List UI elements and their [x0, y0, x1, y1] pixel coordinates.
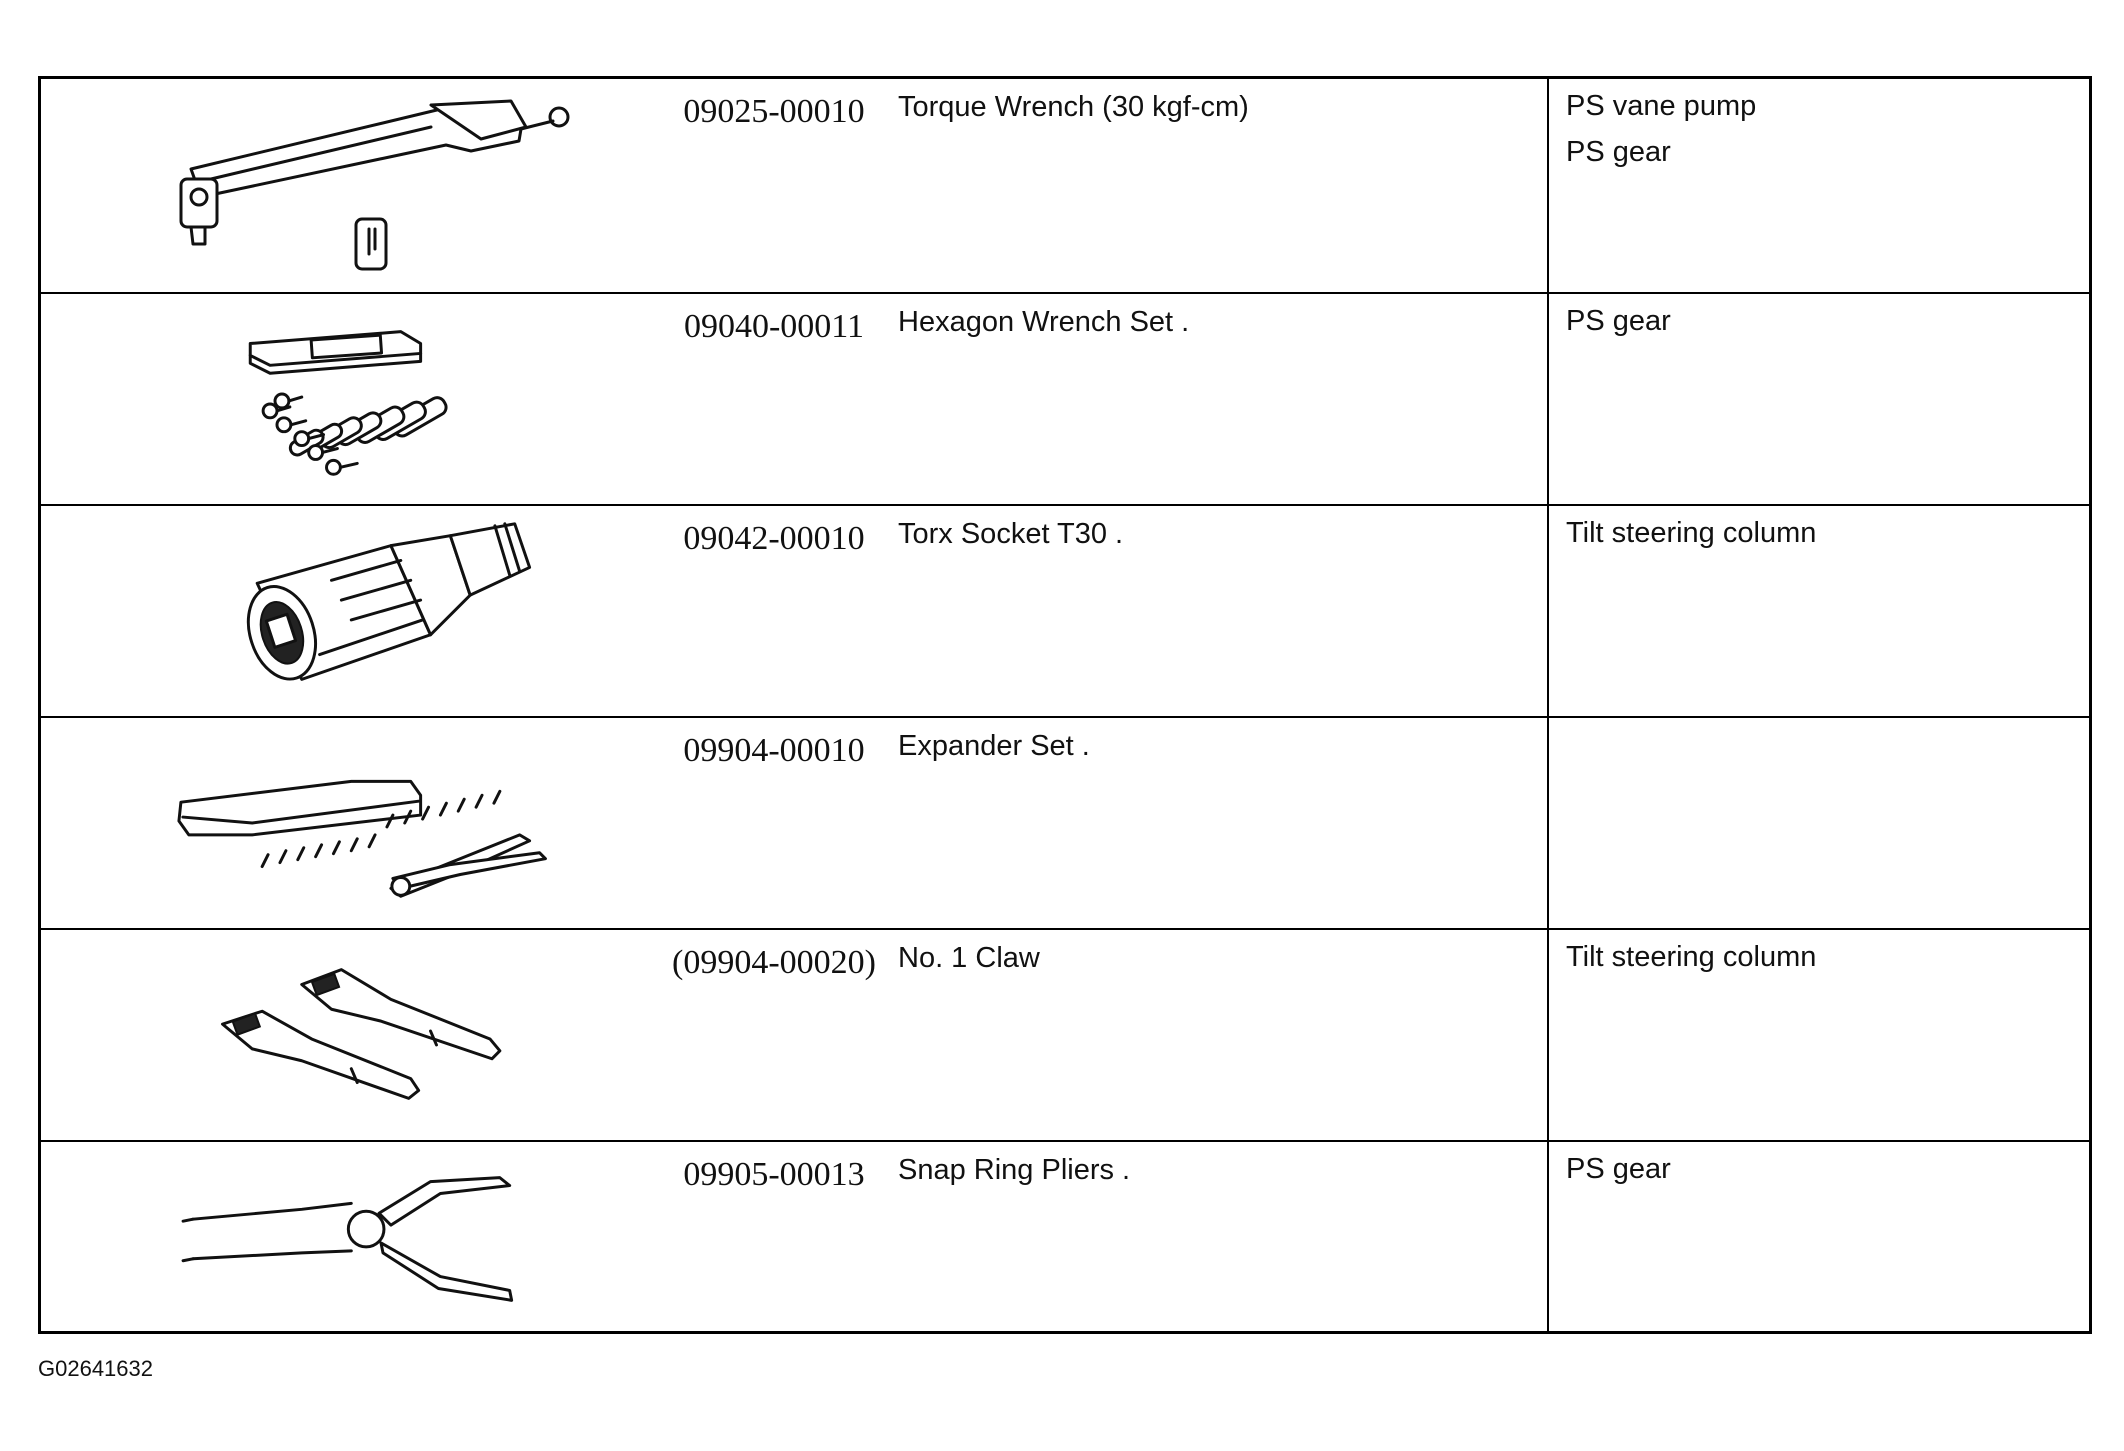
- usage-cell: Tilt steering column: [1566, 510, 2086, 556]
- tool-name: Hexagon Wrench Set .: [898, 306, 1190, 338]
- part-number: 09040-00011: [683, 308, 865, 345]
- table-row: 09042-00010 Torx Socket T30 . Tilt steer…: [41, 504, 2089, 716]
- table-row: 09025-00010 Torque Wrench (30 kgf-cm) PS…: [41, 79, 2089, 292]
- table-row: 09904-00010 Expander Set .: [41, 716, 2089, 928]
- part-number: 09905-00013: [683, 1156, 865, 1193]
- part-number: (09904-00020): [672, 944, 876, 981]
- usage-item: PS gear: [1566, 1153, 1671, 1185]
- usage-item: Tilt steering column: [1566, 941, 1817, 973]
- hexagon-wrench-set-icon: [101, 294, 661, 504]
- usage-item: Tilt steering column: [1566, 517, 1817, 549]
- expander-set-icon: [101, 718, 661, 928]
- tool-name: Snap Ring Pliers .: [898, 1154, 1131, 1186]
- usage-item: PS gear: [1566, 305, 1671, 337]
- tool-name: Torx Socket T30 .: [898, 518, 1124, 550]
- column-divider: [1547, 79, 1549, 1331]
- usage-item: PS vane pump: [1566, 90, 1757, 122]
- usage-cell: PS gear: [1566, 298, 2086, 344]
- special-tools-table: 09025-00010 Torque Wrench (30 kgf-cm) PS…: [38, 76, 2092, 1334]
- usage-cell: PS vane pump PS gear: [1566, 83, 2086, 175]
- torx-socket-icon: [101, 506, 661, 716]
- figure-code: G02641632: [38, 1356, 153, 1381]
- usage-item: PS gear: [1566, 136, 1671, 168]
- claw-icon: [101, 930, 661, 1140]
- usage-cell: Tilt steering column: [1566, 934, 2086, 980]
- usage-cell: PS gear: [1566, 1146, 2086, 1192]
- table-row: 09040-00011 Hexagon Wrench Set . PS gear: [41, 292, 2089, 504]
- part-number: 09025-00010: [683, 93, 865, 130]
- tool-name: Expander Set .: [898, 730, 1090, 762]
- snap-ring-pliers-icon: [101, 1142, 661, 1334]
- table-row: 09905-00013 Snap Ring Pliers . PS gear: [41, 1140, 2089, 1334]
- tool-name: No. 1 Claw: [898, 942, 1040, 974]
- torque-wrench-icon: [101, 79, 661, 292]
- part-number: 09904-00010: [683, 732, 865, 769]
- tool-name: Torque Wrench (30 kgf-cm): [898, 91, 1249, 123]
- part-number: 09042-00010: [683, 520, 865, 557]
- table-row: (09904-00020) No. 1 Claw Tilt steering c…: [41, 928, 2089, 1140]
